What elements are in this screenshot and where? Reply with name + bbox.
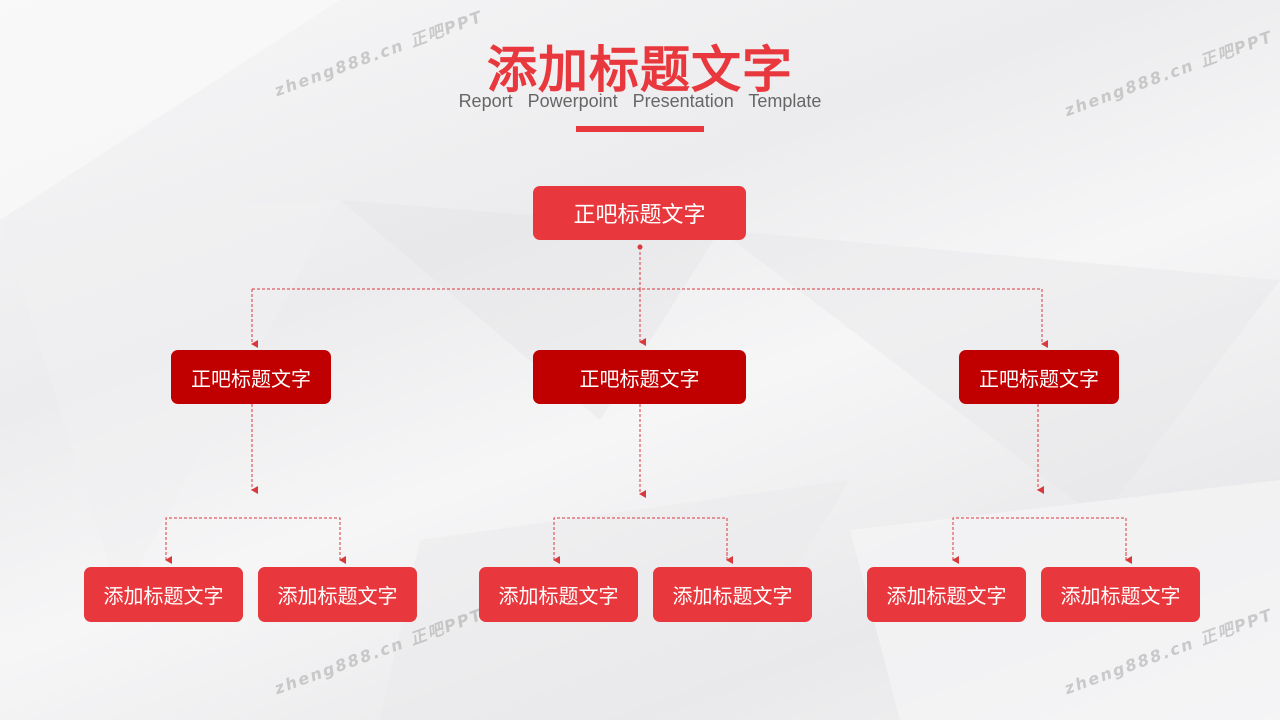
org-level2-node[interactable]: 添加标题文字 — [258, 567, 417, 622]
connector — [165, 517, 341, 560]
org-level2-node[interactable]: 添加标题文字 — [84, 567, 243, 622]
org-level2-node[interactable]: 添加标题文字 — [867, 567, 1026, 622]
page-title: 添加标题文字 — [487, 41, 793, 99]
connector — [952, 517, 1127, 560]
org-level1-node[interactable]: 正吧标题文字 — [959, 350, 1119, 404]
org-level2-node[interactable]: 添加标题文字 — [479, 567, 638, 622]
org-level2-node[interactable]: 添加标题文字 — [653, 567, 812, 622]
org-root-node[interactable]: 正吧标题文字 — [533, 186, 746, 240]
connector — [553, 517, 728, 560]
org-level1-node[interactable]: 正吧标题文字 — [533, 350, 746, 404]
org-level1-node[interactable]: 正吧标题文字 — [171, 350, 331, 404]
title-underline — [576, 126, 704, 132]
org-level2-node[interactable]: 添加标题文字 — [1041, 567, 1200, 622]
page-subtitle: Report Powerpoint Presentation Template — [458, 91, 822, 111]
